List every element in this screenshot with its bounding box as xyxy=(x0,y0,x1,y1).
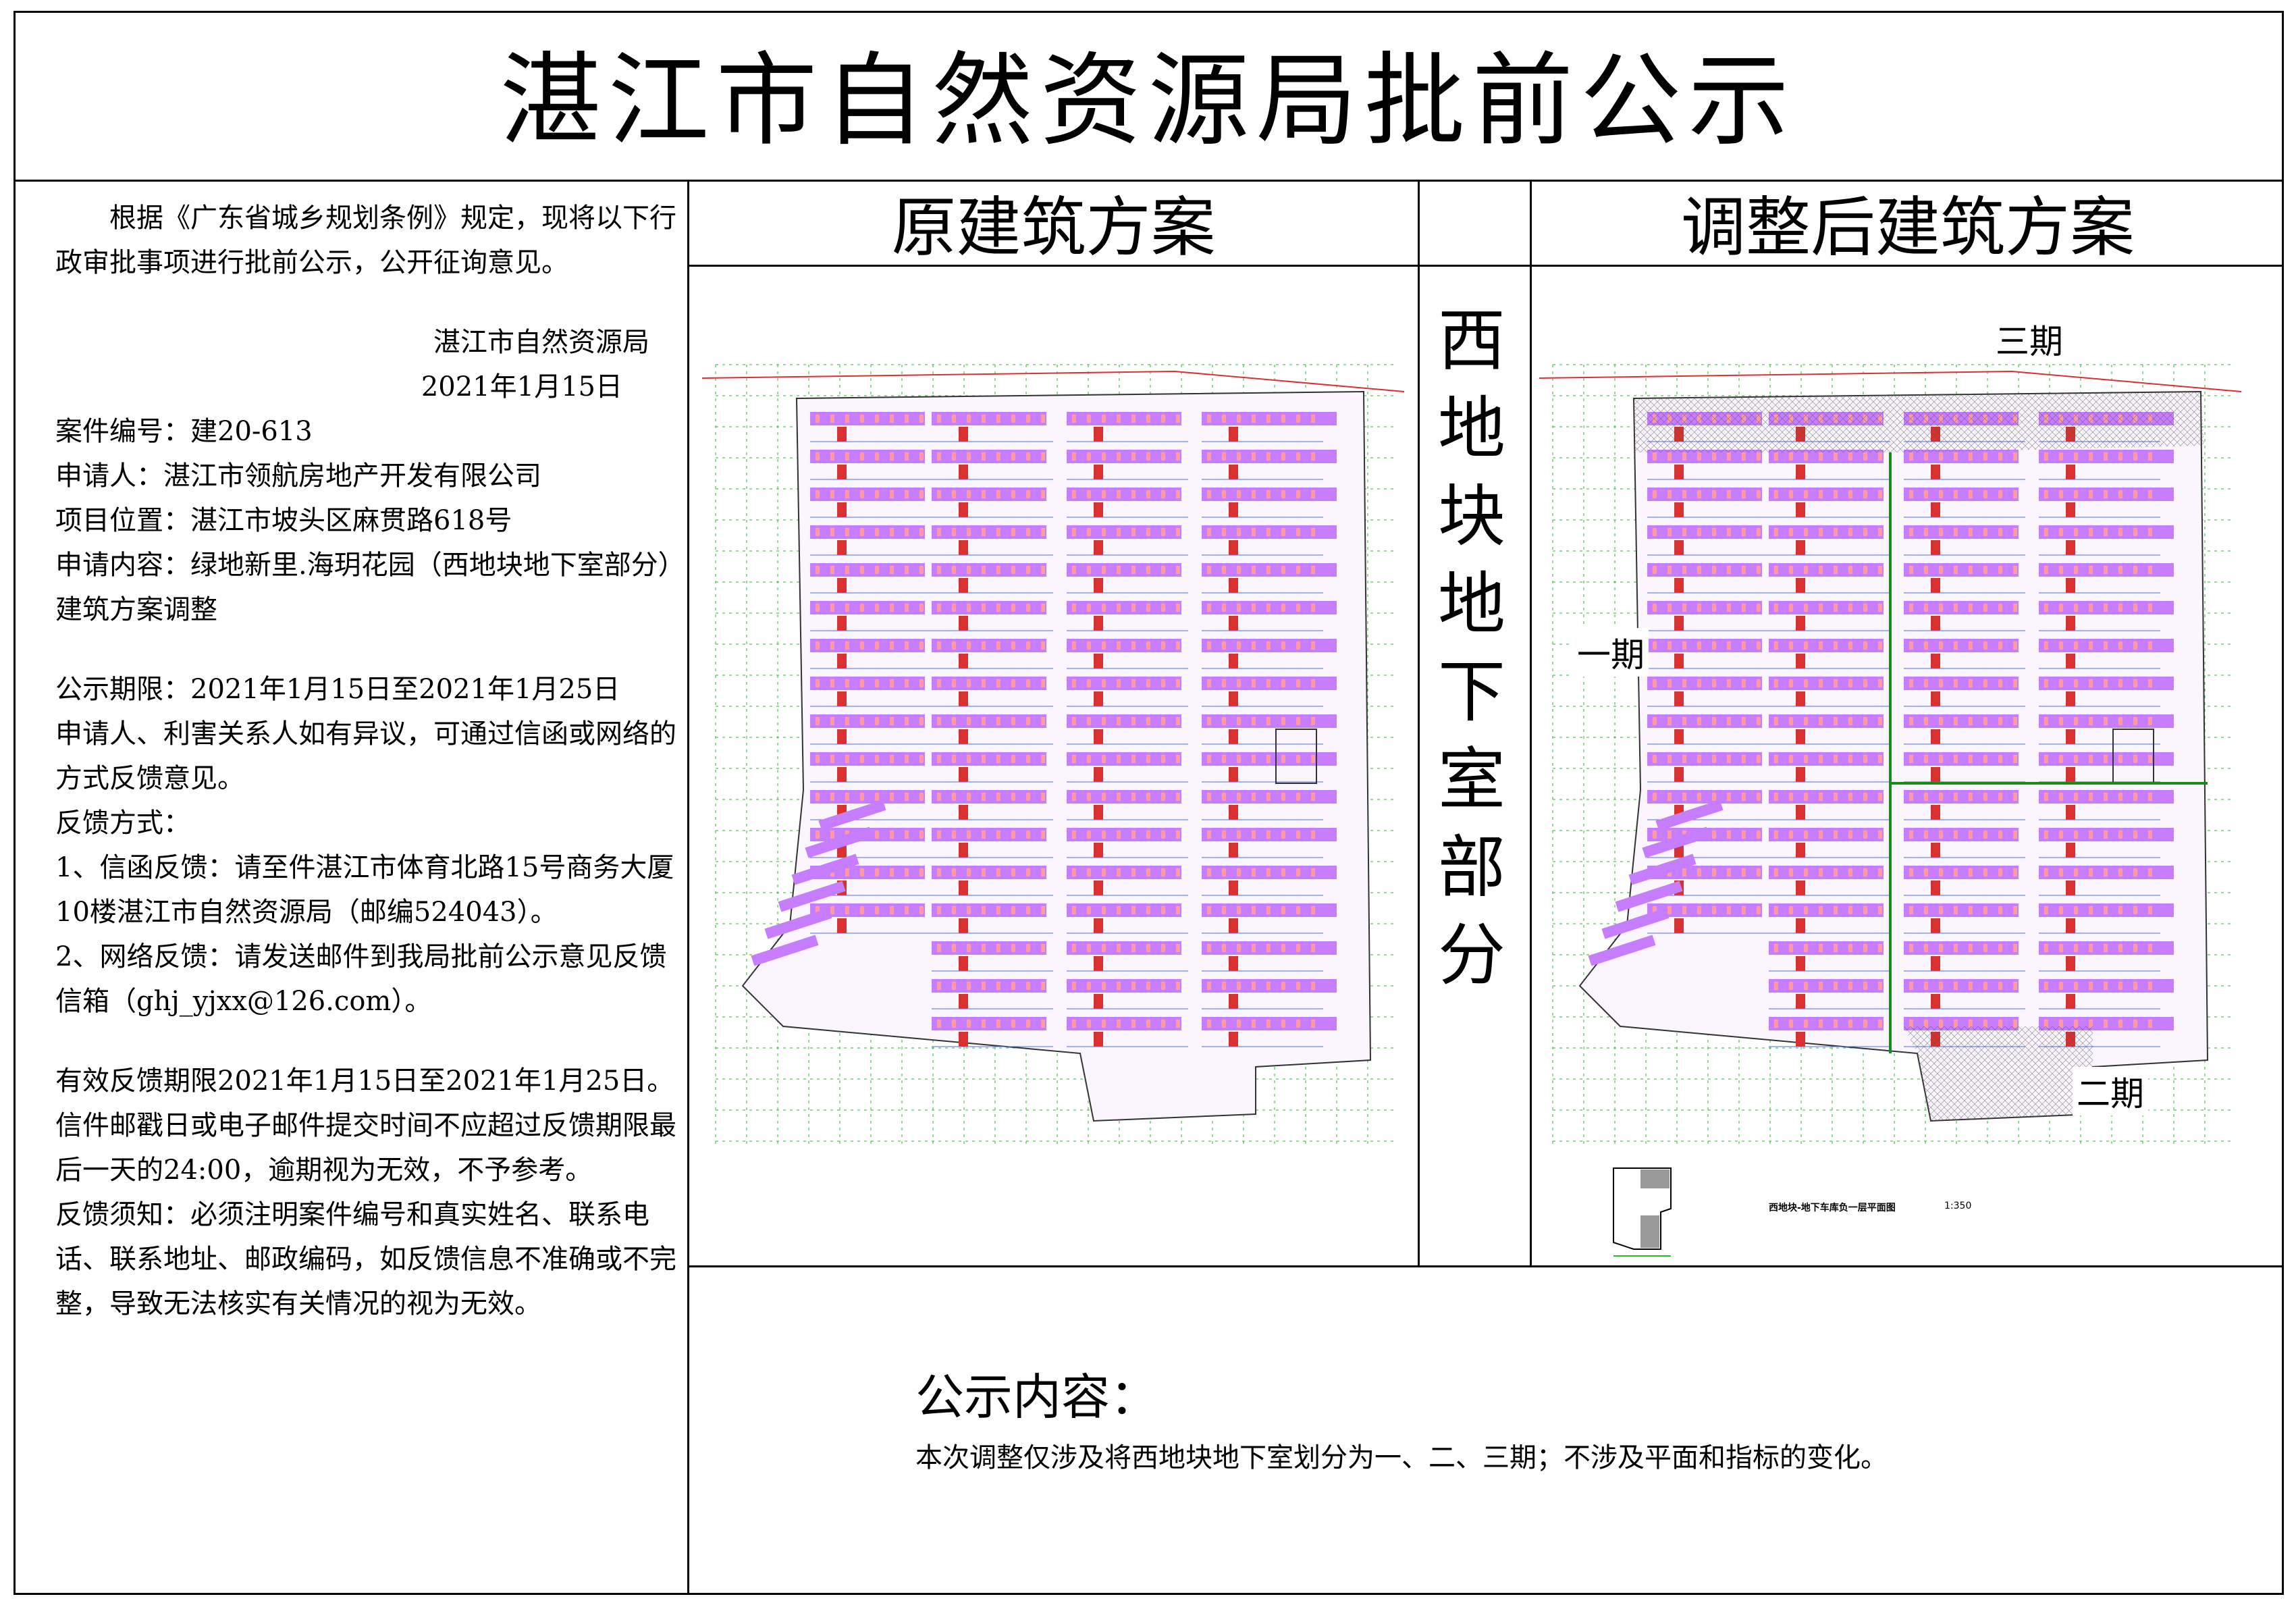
issuer-text: 湛江市自然资源局 xyxy=(433,327,649,358)
feedback-method-heading: 反馈方式： xyxy=(55,808,190,839)
vertical-section-label: 西地块地下室部分 xyxy=(1424,297,1519,999)
feedback-notes: 反馈须知：必须注明案件编号和真实姓名、联系电话、联系地址、邮政编码，如反馈信息不… xyxy=(55,1199,676,1319)
applicant: 申请人：湛江市领航房地产开发有限公司 xyxy=(55,461,541,492)
vertical-label-char: 地 xyxy=(1438,564,1505,643)
notice-period: 公示期限：2021年1月15日至2021年1月25日 xyxy=(55,674,620,705)
plan-scale: 1:350 xyxy=(1944,1201,1972,1211)
vertical-label-char: 地 xyxy=(1438,389,1505,468)
phase-1-label: 一期 xyxy=(1573,628,1649,677)
middle-divider-left xyxy=(1418,180,1420,1267)
original-floor-plan xyxy=(702,364,1405,1148)
notice-content-title: 公示内容： xyxy=(915,1369,1159,1425)
notice-frame xyxy=(14,11,2284,1595)
phase-3-label: 三期 xyxy=(1992,315,2067,363)
intro-text: 根据《广东省城乡规划条例》规定，现将以下行政审批事项进行批前公示，公开征询意见。 xyxy=(55,203,676,278)
title-divider xyxy=(14,180,2284,182)
header-divider xyxy=(687,265,2284,267)
project-location: 项目位置：湛江市坡头区麻贯路618号 xyxy=(55,505,512,536)
valid-period-text: 有效反馈期限2021年1月15日至2021年1月25日。信件邮戳日或电子邮件提交… xyxy=(55,1066,676,1186)
notice-content-body: 本次调整仅涉及将西地块地下室划分为一、二、三期；不涉及平面和指标的变化。 xyxy=(915,1442,1888,1473)
original-plan-header: 原建筑方案 xyxy=(891,189,1216,265)
vertical-label-char: 块 xyxy=(1438,477,1505,556)
feedback-method-letter: 1、信函反馈：请至件湛江市体育北路15号商务大厦10楼湛江市自然资源局（邮编52… xyxy=(55,852,674,928)
vertical-label-char: 西 xyxy=(1438,301,1505,380)
notice-text-panel: 根据《广东省城乡规划条例》规定，现将以下行政审批事项进行批前公示，公开征询意见。… xyxy=(55,196,683,1326)
key-plan-thumbnail xyxy=(1613,1167,1672,1257)
case-number: 案件编号：建20-613 xyxy=(55,416,313,447)
page-title: 湛江市自然资源局批前公示 xyxy=(500,42,1796,160)
phase-2-label: 二期 xyxy=(2073,1067,2148,1115)
plan-caption: 西地块-地下车库负一层平面图 xyxy=(1769,1203,1896,1213)
middle-divider-right xyxy=(1530,180,1532,1267)
left-column-divider xyxy=(687,180,689,1595)
adjusted-plan-header: 调整后建筑方案 xyxy=(1681,189,2135,265)
feedback-method-email: 2、网络反馈：请发送邮件到我局批前公示意见反馈信箱（ghj_yjxx@126.c… xyxy=(55,941,667,1017)
vertical-label-char: 部 xyxy=(1438,828,1505,907)
plan-bottom-divider xyxy=(687,1265,2284,1267)
application-content: 申请内容：绿地新里.海玥花园（西地块地下室部分）建筑方案调整 xyxy=(55,550,672,625)
vertical-label-char: 下 xyxy=(1438,652,1505,731)
issue-date: 2021年1月15日 xyxy=(421,371,622,402)
adjusted-floor-plan xyxy=(1539,364,2242,1148)
vertical-label-char: 分 xyxy=(1438,916,1505,995)
objection-text: 申请人、利害关系人如有异议，可通过信函或网络的方式反馈意见。 xyxy=(55,718,676,794)
vertical-label-char: 室 xyxy=(1438,740,1505,819)
